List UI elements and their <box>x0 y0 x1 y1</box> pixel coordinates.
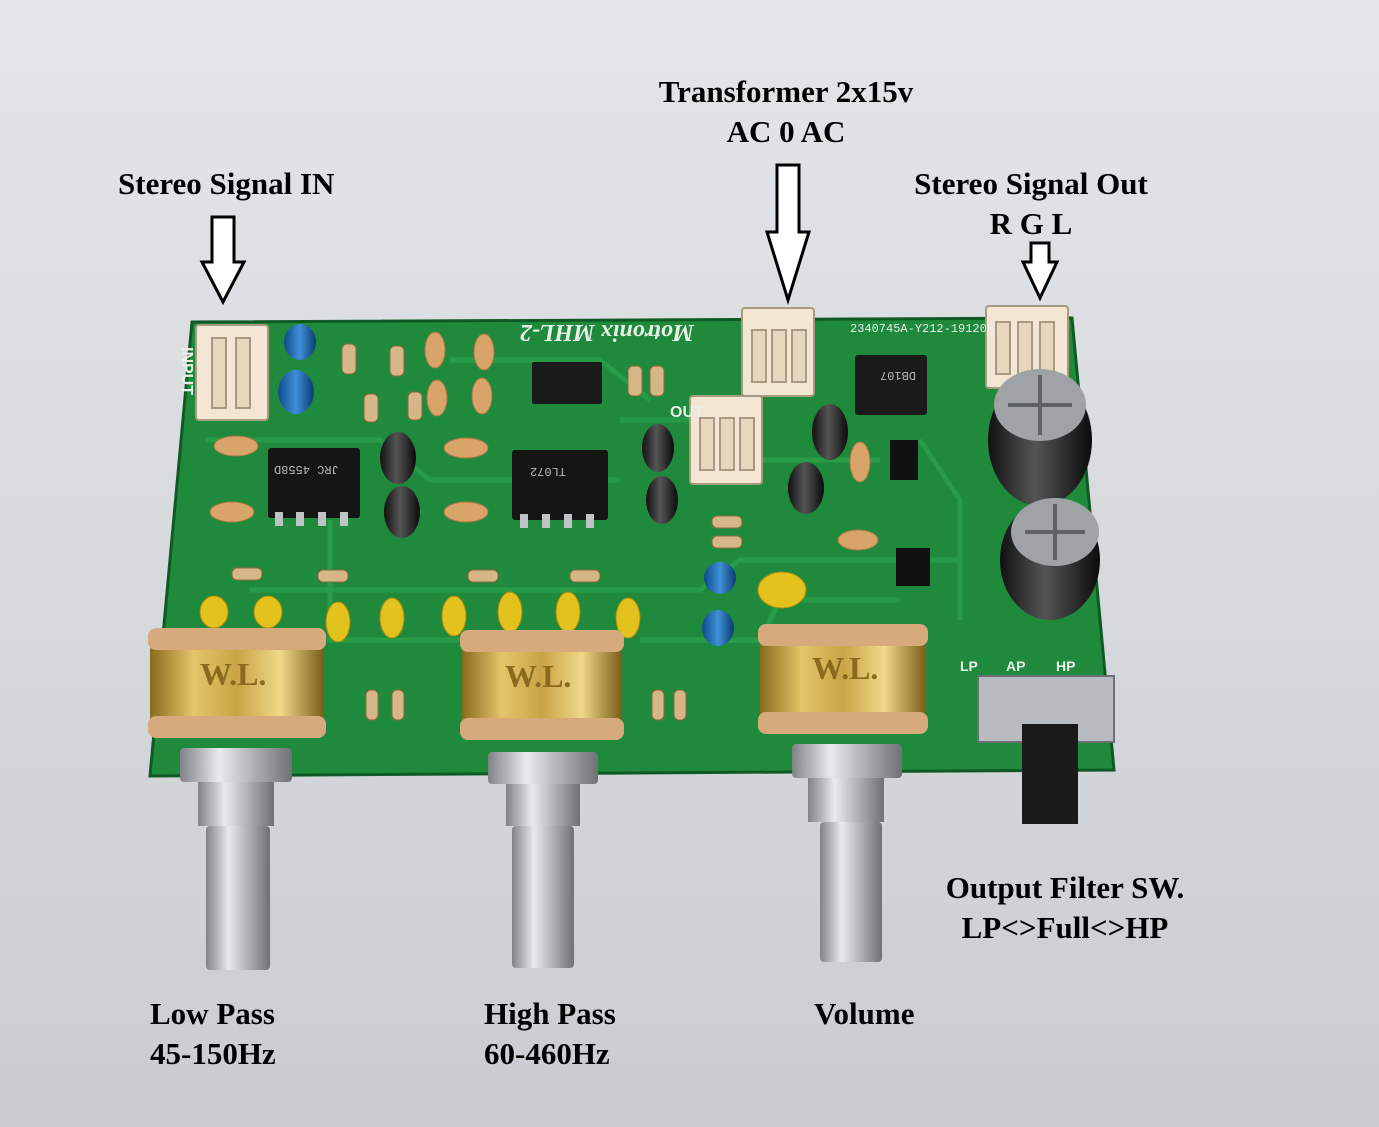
label-output-filter-switch: Output Filter SW. LP<>Full<>HP <box>925 868 1205 948</box>
filter-capacitor-2 <box>1000 498 1100 620</box>
voltage-regulators <box>890 440 930 586</box>
aux-connector <box>689 395 763 485</box>
pot-marking-volume: W.L. <box>812 650 879 686</box>
potentiometer-low-pass <box>148 628 326 970</box>
pot-marking-low: W.L. <box>200 656 267 692</box>
board-serial-silk: 2340745A-Y212-191208 <box>850 322 995 336</box>
filter-sw-line2: LP<>Full<>HP <box>961 910 1169 945</box>
input-silk: INPUT <box>178 347 195 395</box>
label-stereo-signal-out: Stereo Signal Out R G L <box>896 164 1166 244</box>
label-low-pass: Low Pass 45-150Hz <box>150 994 276 1074</box>
ic1-silk: JRC 4558D <box>274 462 339 476</box>
ic-chip-3 <box>532 362 602 404</box>
ic-chip-2 <box>512 450 608 528</box>
board-brand-silk: Motronix MHL-2 <box>520 319 695 345</box>
switch-position-hp: HP <box>1056 658 1076 674</box>
label-volume: Volume <box>814 994 914 1034</box>
filter-capacitor-1 <box>988 369 1092 506</box>
filter-sw-line1: Output Filter SW. <box>945 870 1185 905</box>
transformer-line1: Transformer 2x15v <box>658 74 914 109</box>
label-high-pass: High Pass 60-460Hz <box>484 994 616 1074</box>
arrow-down-icon-input <box>199 215 247 306</box>
high-pass-line2: 60-460Hz <box>484 1036 610 1071</box>
yellow-capacitors <box>199 571 807 643</box>
ceramic-capacitors <box>209 331 879 551</box>
low-pass-line2: 45-150Hz <box>150 1036 276 1071</box>
stereo-in-text: Stereo Signal IN <box>118 166 335 201</box>
br1-silk: DB107 <box>880 368 917 382</box>
label-stereo-signal-in: Stereo Signal IN <box>118 164 334 204</box>
potentiometer-high-pass <box>460 630 624 968</box>
stereo-out-line2: R G L <box>989 206 1073 241</box>
ic-chip-1 <box>268 448 360 526</box>
potentiometer-volume <box>758 624 928 962</box>
transformer-connector <box>741 307 815 397</box>
switch-position-lp: LP <box>960 658 978 674</box>
arrow-down-icon-transformer <box>764 163 812 306</box>
transformer-line2: AC 0 AC <box>726 114 846 149</box>
volume-text: Volume <box>814 996 915 1031</box>
resistors <box>231 343 743 721</box>
arrow-down-icon-output <box>1020 241 1060 302</box>
high-pass-line1: High Pass <box>484 996 616 1031</box>
small-capacitors <box>278 324 848 646</box>
low-pass-line1: Low Pass <box>150 996 275 1031</box>
output-silk: OUT <box>670 404 704 421</box>
input-connector <box>195 324 269 421</box>
filter-switch <box>977 675 1115 824</box>
label-transformer: Transformer 2x15v AC 0 AC <box>636 72 936 152</box>
bridge-rectifier <box>855 355 927 415</box>
stereo-out-line1: Stereo Signal Out <box>914 166 1148 201</box>
output-connector <box>985 305 1069 389</box>
ic2-silk: TL072 <box>530 464 567 478</box>
switch-position-ap: AP <box>1006 658 1026 674</box>
pot-marking-high: W.L. <box>505 658 572 694</box>
